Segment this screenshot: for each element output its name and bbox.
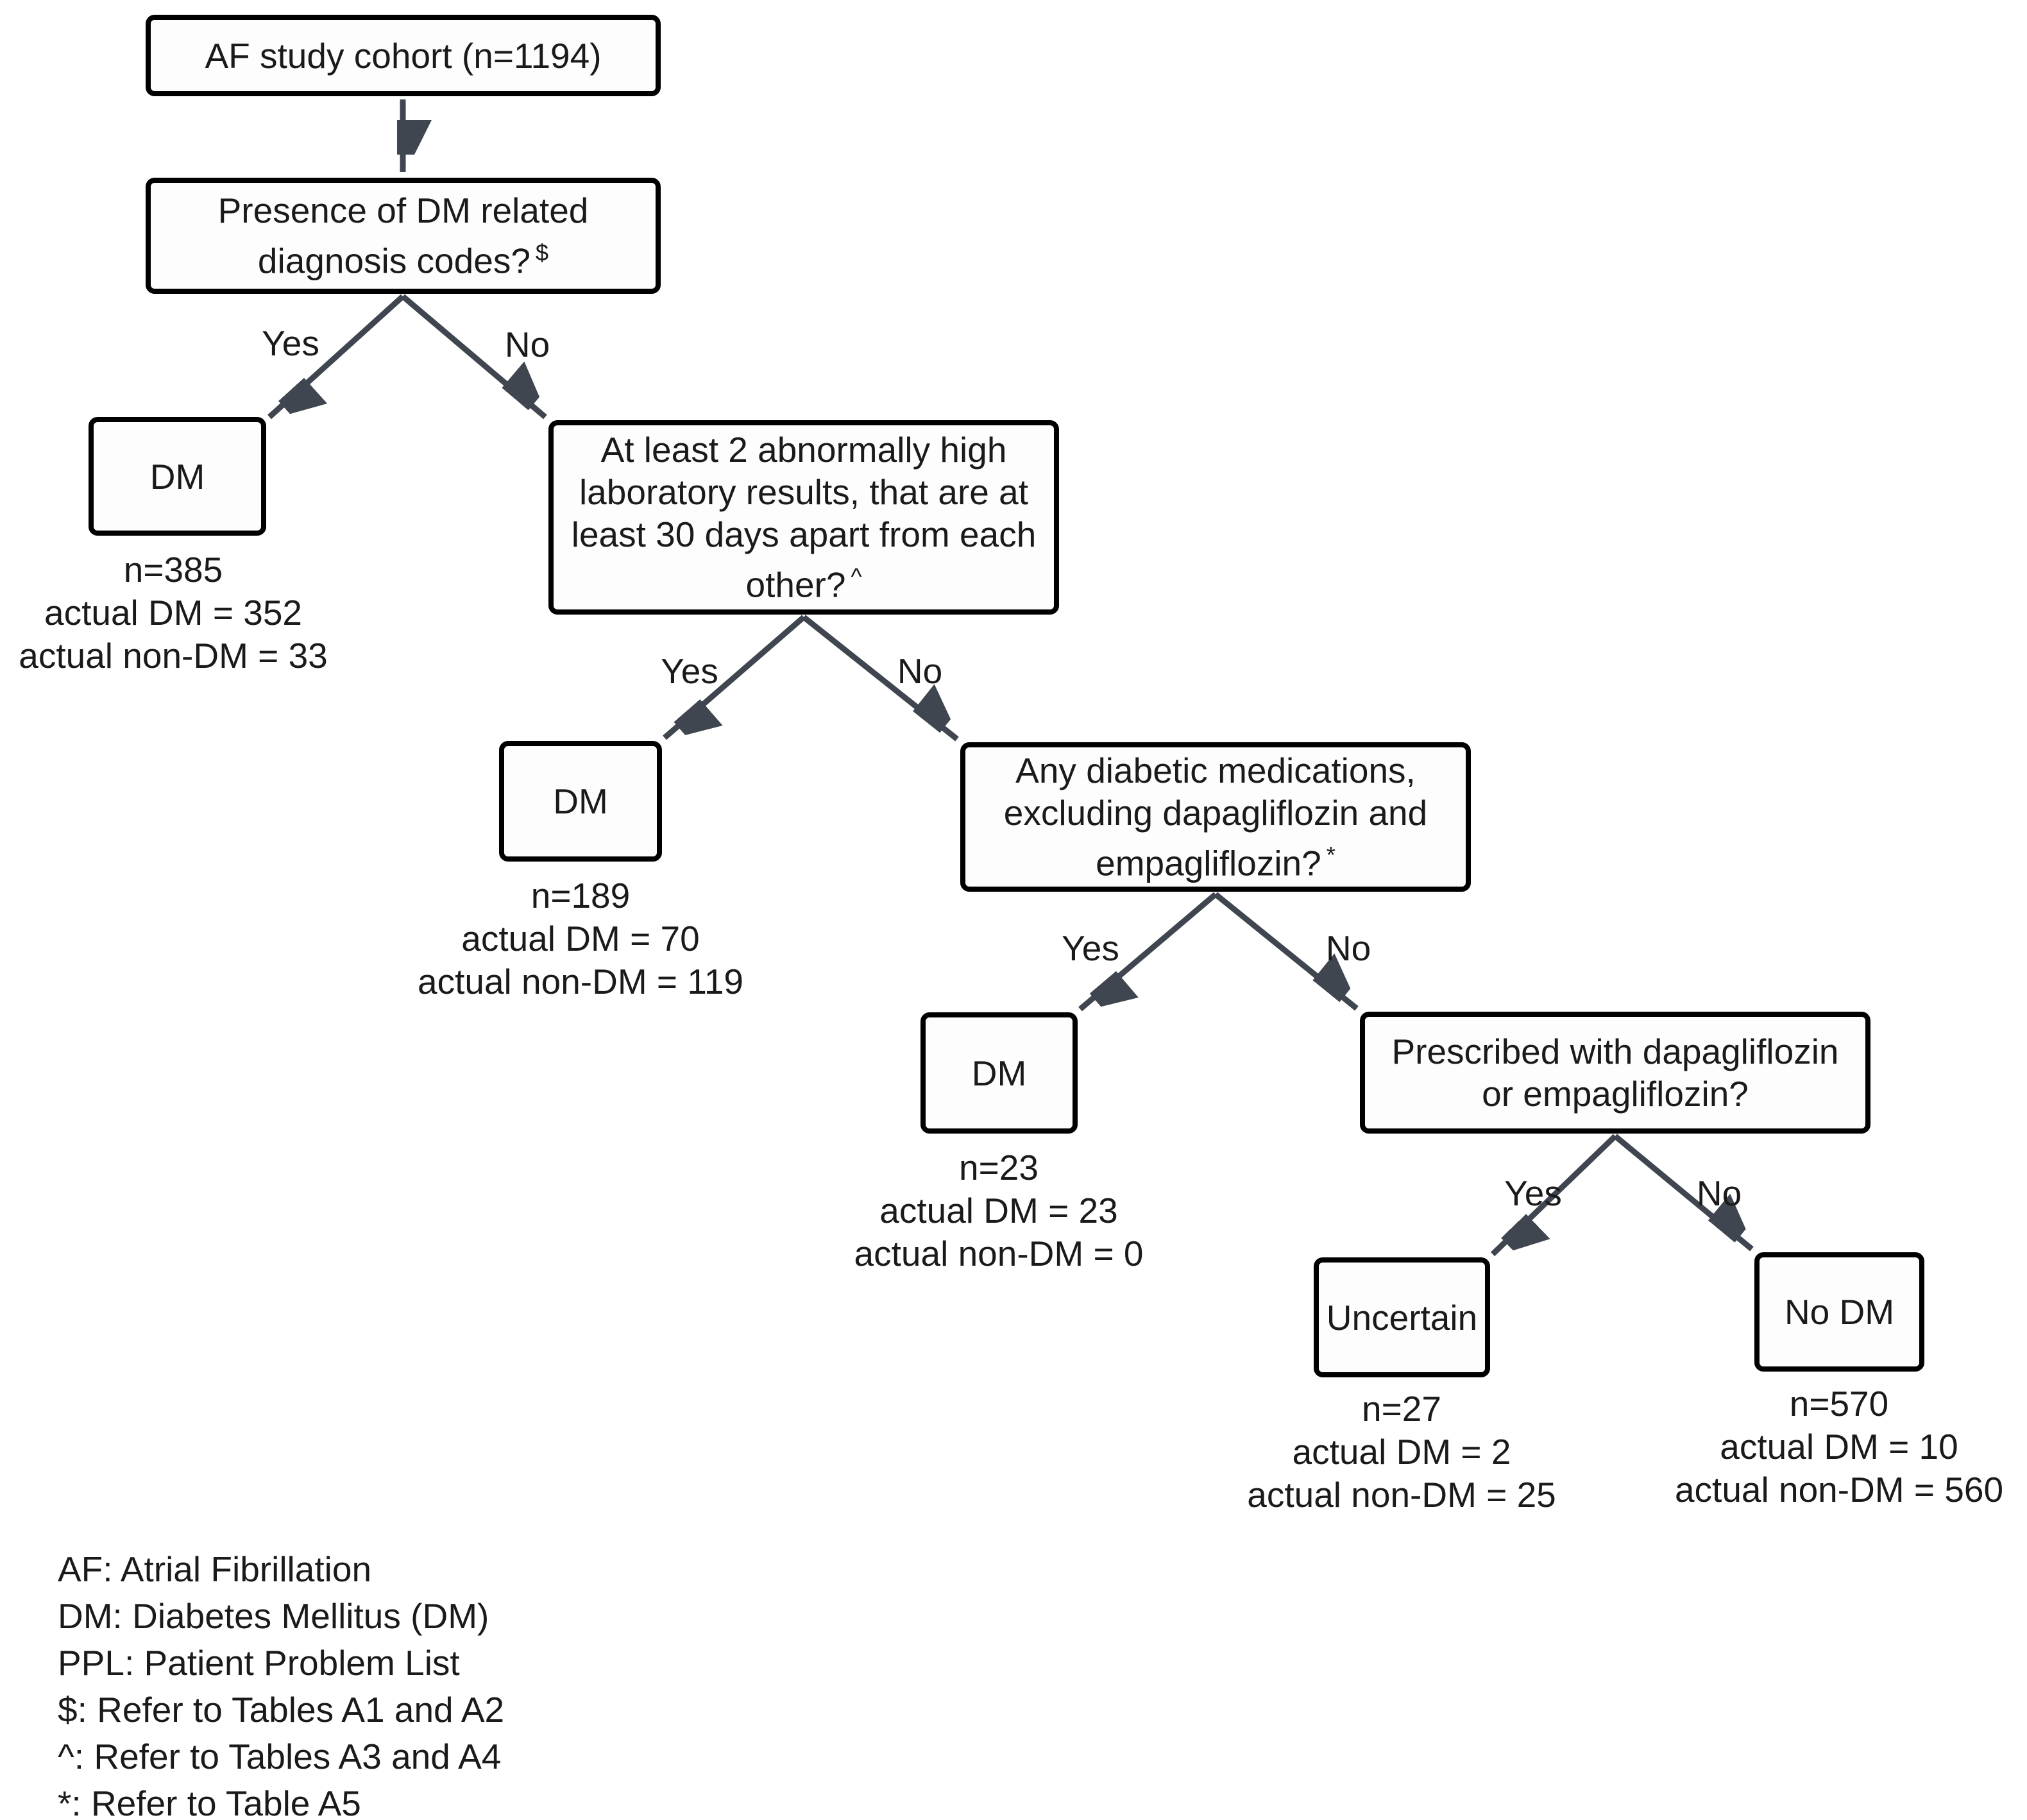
node-lab-question: At least 2 abnormally high laboratory re… [548, 420, 1059, 615]
edge-label-prescribed-yes: Yes [1504, 1173, 1562, 1213]
stats-uncertain-actual-dm: actual DM = 2 [1292, 1432, 1511, 1472]
stats-no-dm-n: n=570 [1789, 1384, 1889, 1424]
legend-af: AF: Atrial Fibrillation [58, 1549, 372, 1589]
stats-dm-2: n=189 actual DM = 70 actual non-DM = 119 [418, 874, 743, 1003]
arrow-med-yes [1078, 892, 1217, 1009]
stats-dm-1-actual-dm: actual DM = 352 [44, 593, 303, 633]
node-dm-3-label: DM [971, 1053, 1027, 1093]
lab-footnote-symbol: ^ [851, 563, 862, 590]
legend: AF: Atrial Fibrillation DM: Diabetes Mel… [58, 1546, 504, 1820]
stats-no-dm-actual-non-dm: actual non-DM = 560 [1674, 1470, 2004, 1510]
arrow-med-no [1214, 892, 1357, 1011]
stats-uncertain: n=27 actual DM = 2 actual non-DM = 25 [1247, 1388, 1556, 1517]
legend-dm: DM: Diabetes Mellitus (DM) [58, 1596, 489, 1636]
stats-dm-1: n=385 actual DM = 352 actual non-DM = 33 [19, 549, 328, 677]
node-presence-question: Presence of DM related diagnosis codes?$ [146, 178, 661, 294]
stats-dm-3-n: n=23 [959, 1148, 1039, 1187]
stats-dm-1-actual-non-dm: actual non-DM = 33 [19, 636, 328, 676]
stats-dm-1-n: n=385 [123, 550, 223, 590]
arrow-lab-yes [663, 615, 806, 738]
node-dm-1: DM [89, 417, 266, 536]
node-no-dm: No DM [1754, 1252, 1924, 1372]
stats-dm-2-actual-non-dm: actual non-DM = 119 [417, 962, 744, 1001]
stats-dm-3-actual-dm: actual DM = 23 [879, 1191, 1118, 1230]
node-no-dm-label: No DM [1784, 1292, 1895, 1332]
stats-dm-2-actual-dm: actual DM = 70 [461, 919, 700, 958]
stats-uncertain-n: n=27 [1362, 1389, 1441, 1429]
edge-label-presence-yes: Yes [262, 323, 319, 363]
node-uncertain-label: Uncertain [1326, 1297, 1478, 1338]
node-af-cohort: AF study cohort (n=1194) [146, 15, 661, 96]
legend-ppl: PPL: Patient Problem List [58, 1643, 460, 1683]
node-dm-1-label: DM [149, 456, 205, 497]
arrow-prescribed-yes [1490, 1134, 1618, 1254]
med-line-2: excluding dapagliflozin and [1003, 793, 1428, 833]
med-line-1: Any diabetic medications, [1015, 751, 1416, 791]
edge-label-presence-no: No [504, 325, 550, 364]
legend-dollar: $: Refer to Tables A1 and A2 [58, 1690, 505, 1730]
stats-no-dm-actual-dm: actual DM = 10 [1720, 1427, 1958, 1467]
edge-label-med-yes: Yes [1062, 928, 1119, 968]
node-dm-2: DM [499, 741, 662, 862]
presence-footnote-symbol: $ [535, 239, 549, 266]
edge-label-lab-yes: Yes [661, 651, 718, 691]
node-af-cohort-label: AF study cohort (n=1194) [205, 35, 602, 76]
legend-caret: ^: Refer to Tables A3 and A4 [58, 1737, 502, 1776]
node-dm-3: DM [920, 1012, 1078, 1134]
stats-dm-2-n: n=189 [530, 876, 631, 915]
arrow-lab-no [802, 615, 957, 742]
arrow-presence-yes [267, 294, 405, 417]
edge-label-lab-no: No [897, 651, 943, 691]
stats-no-dm: n=570 actual DM = 10 actual non-DM = 560 [1675, 1382, 2003, 1511]
presence-line-1: Presence of DM related [217, 191, 589, 231]
presence-line-2: diagnosis codes?$ [257, 239, 549, 281]
med-footnote-symbol: * [1326, 842, 1336, 869]
node-dm-2-label: DM [553, 781, 608, 821]
edge-label-med-no: No [1325, 928, 1371, 968]
stats-dm-3: n=23 actual DM = 23 actual non-DM = 0 [854, 1146, 1144, 1275]
lab-line-3: least 30 days apart from each [571, 515, 1037, 555]
edge-label-prescribed-no: No [1696, 1173, 1742, 1213]
lab-line-2: laboratory results, that are at [579, 472, 1029, 513]
node-medications-question: Any diabetic medications, excluding dapa… [960, 742, 1471, 892]
node-uncertain: Uncertain [1314, 1257, 1490, 1377]
arrow-presence-no [401, 294, 545, 420]
node-prescribed-question: Prescribed with dapagliflozin or empagli… [1360, 1012, 1870, 1134]
prescribed-line-1: Prescribed with dapagliflozin [1391, 1032, 1839, 1071]
arrow-prescribed-no [1613, 1134, 1752, 1252]
lab-line-4: other?^ [745, 563, 862, 605]
stats-uncertain-actual-non-dm: actual non-DM = 25 [1247, 1475, 1556, 1515]
stats-dm-3-actual-non-dm: actual non-DM = 0 [854, 1234, 1144, 1273]
med-line-3: empagliflozin?* [1096, 842, 1336, 883]
lab-line-1: At least 2 abnormally high [600, 430, 1007, 470]
legend-asterisk: *: Refer to Table A5 [58, 1783, 361, 1820]
prescribed-line-2: or empagliflozin? [1482, 1074, 1749, 1114]
